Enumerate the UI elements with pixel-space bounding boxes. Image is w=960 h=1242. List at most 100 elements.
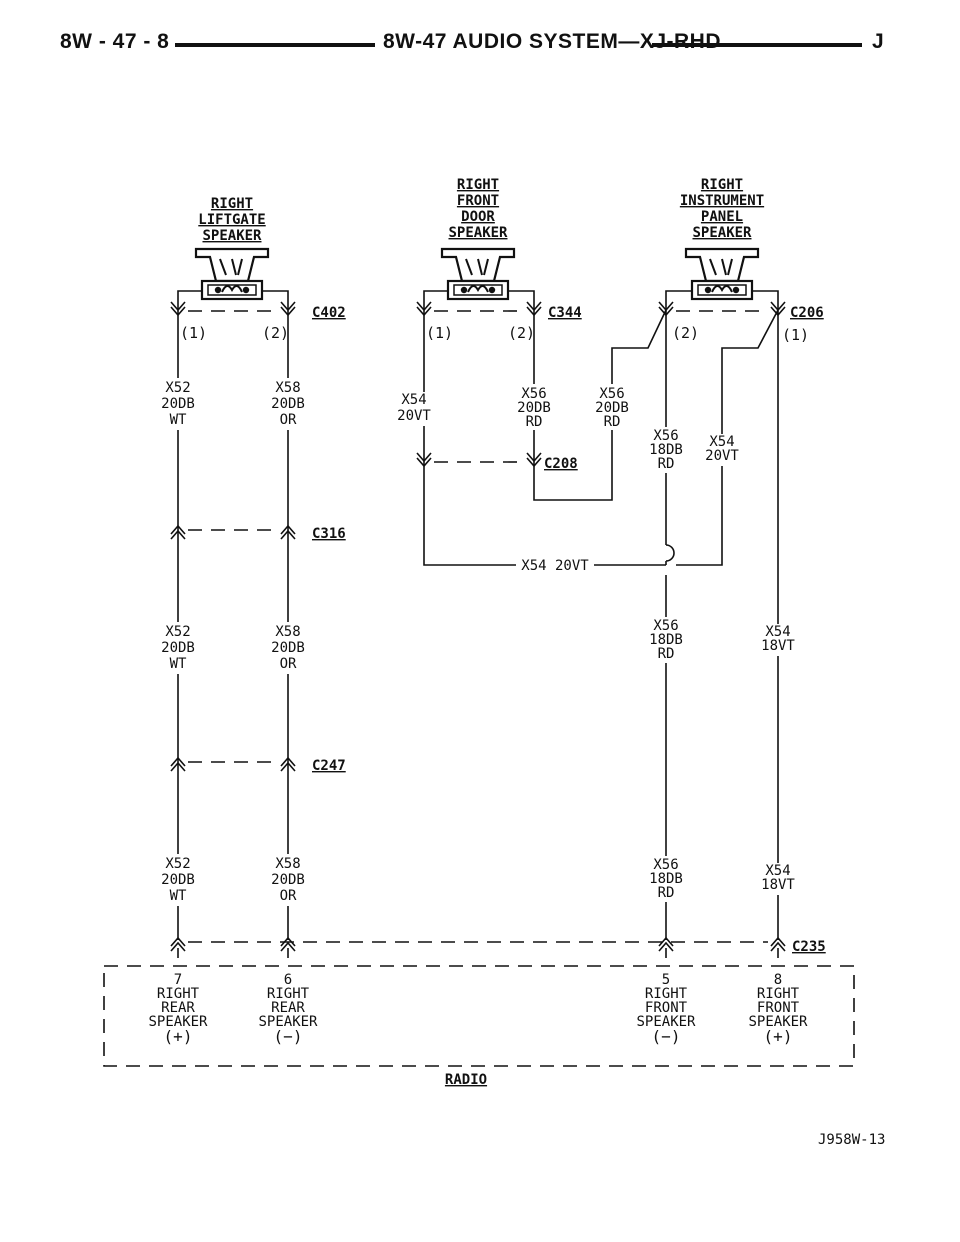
- liftgate-label-line2: LIFTGATE: [198, 212, 265, 228]
- svg-text:20DB: 20DB: [161, 640, 195, 656]
- wire-x54-20vt-door: X54 20VT: [397, 392, 438, 426]
- wire-x56-18db-block3: X56 18DB RD: [646, 856, 686, 902]
- svg-text:INSTRUMENT: INSTRUMENT: [680, 193, 764, 209]
- svg-text:RD: RD: [658, 885, 675, 901]
- svg-text:18DB: 18DB: [649, 871, 683, 887]
- liftgate-label-line1: RIGHT: [211, 196, 253, 212]
- svg-text:RD: RD: [658, 456, 675, 472]
- svg-text:5: 5: [662, 972, 670, 988]
- svg-text:RIGHT: RIGHT: [457, 177, 499, 193]
- connector-c402: C402: [312, 305, 346, 321]
- front-door-speaker-label: RIGHT FRONT DOOR SPEAKER: [448, 177, 508, 241]
- wire-x56-18db-panel: X56 18DB RD: [646, 427, 686, 473]
- wire-x52-block1: X52 20DB WT: [160, 378, 198, 430]
- wire-x54-20vt-panel: X54 20VT: [702, 434, 742, 466]
- svg-text:20VT: 20VT: [397, 408, 431, 424]
- svg-text:PANEL: PANEL: [701, 209, 743, 225]
- svg-text:REAR: REAR: [271, 1000, 305, 1016]
- svg-text:SPEAKER: SPEAKER: [148, 1014, 208, 1030]
- svg-text:X52: X52: [165, 624, 190, 640]
- radio-outline: [103, 965, 855, 1067]
- page-title: 8W-47 AUDIO SYSTEM—XJ-RHD: [383, 30, 722, 53]
- svg-text:20DB: 20DB: [271, 396, 305, 412]
- liftgate-speaker-label: RIGHT LIFTGATE SPEAKER: [198, 196, 265, 244]
- front-door-pin-1: (1): [426, 324, 453, 342]
- svg-text:FRONT: FRONT: [645, 1000, 688, 1016]
- svg-text:OR: OR: [280, 412, 297, 428]
- radio-terminal-7: 7 RIGHT REAR SPEAKER (+): [148, 972, 208, 1046]
- instrument-panel-speaker-icon: [684, 247, 760, 301]
- wire-x58-block2: X58 20DB OR: [270, 622, 308, 674]
- liftgate-pin-2: (2): [262, 324, 289, 342]
- svg-text:SPEAKER: SPEAKER: [636, 1014, 696, 1030]
- svg-text:18DB: 18DB: [649, 632, 683, 648]
- svg-text:FRONT: FRONT: [457, 193, 499, 209]
- wire-x54-horizontal: X54 20VT: [516, 555, 594, 574]
- svg-text:8: 8: [774, 972, 782, 988]
- svg-text:SPEAKER: SPEAKER: [258, 1014, 318, 1030]
- svg-text:SPEAKER: SPEAKER: [448, 225, 508, 241]
- svg-text:X52: X52: [165, 856, 190, 872]
- connector-c344: C344: [548, 305, 582, 321]
- svg-text:RIGHT: RIGHT: [757, 986, 800, 1002]
- svg-text:X54: X54: [765, 624, 790, 640]
- connector-c208: C208: [544, 456, 578, 472]
- wire-x56-20db-jumper: X56 20DB RD: [594, 384, 632, 430]
- svg-text:X54: X54: [401, 392, 426, 408]
- header-rule-right: [652, 43, 862, 47]
- figure-reference: J958W-13: [818, 1132, 886, 1148]
- svg-text:20DB: 20DB: [271, 640, 305, 656]
- model-letter: J: [872, 30, 885, 53]
- connector-c206: C206: [790, 305, 824, 321]
- svg-text:20DB: 20DB: [595, 400, 629, 416]
- wire-x54-18vt-block2: X54 18VT: [758, 624, 798, 656]
- svg-text:20DB: 20DB: [271, 872, 305, 888]
- wire-x56-20db-door: X56 20DB RD: [516, 384, 554, 430]
- svg-text:X58: X58: [275, 380, 300, 396]
- svg-text:7: 7: [174, 972, 182, 988]
- wire-x52-block3: X52 20DB WT: [160, 854, 198, 906]
- svg-text:X58: X58: [275, 856, 300, 872]
- svg-text:(+): (+): [164, 1027, 193, 1046]
- svg-text:RIGHT: RIGHT: [157, 986, 200, 1002]
- liftgate-speaker-icon: [194, 247, 270, 301]
- connector-c247: C247: [312, 758, 346, 774]
- svg-text:X56: X56: [599, 386, 624, 402]
- svg-text:18VT: 18VT: [761, 877, 795, 893]
- svg-text:X58: X58: [275, 624, 300, 640]
- svg-text:(+): (+): [764, 1027, 793, 1046]
- svg-text:20VT: 20VT: [705, 448, 739, 464]
- svg-text:OR: OR: [280, 888, 297, 904]
- svg-text:X54: X54: [765, 863, 790, 879]
- svg-text:(−): (−): [652, 1027, 681, 1046]
- svg-text:X56: X56: [653, 618, 678, 634]
- svg-text:(−): (−): [274, 1027, 303, 1046]
- svg-text:RD: RD: [604, 414, 621, 430]
- radio-terminal-6: 6 RIGHT REAR SPEAKER (−): [258, 972, 318, 1046]
- wire-x54-18vt-block3: X54 18VT: [758, 863, 798, 895]
- wire-x56-18db-block2: X56 18DB RD: [646, 617, 686, 663]
- svg-text:6: 6: [284, 972, 292, 988]
- svg-text:RD: RD: [526, 414, 543, 430]
- wire-x58-block3: X58 20DB OR: [270, 854, 308, 906]
- svg-text:RIGHT: RIGHT: [701, 177, 743, 193]
- front-door-pin-2: (2): [508, 324, 535, 342]
- svg-text:SPEAKER: SPEAKER: [692, 225, 752, 241]
- header-rule-left: [175, 43, 375, 47]
- svg-text:WT: WT: [170, 888, 187, 904]
- svg-text:REAR: REAR: [161, 1000, 195, 1016]
- svg-text:20DB: 20DB: [161, 872, 195, 888]
- svg-text:WT: WT: [170, 412, 187, 428]
- liftgate-label-line3: SPEAKER: [202, 228, 262, 244]
- wire-x58-block1: X58 20DB OR: [270, 378, 308, 430]
- radio-label: RADIO: [445, 1072, 487, 1088]
- svg-text:RIGHT: RIGHT: [267, 986, 310, 1002]
- svg-text:X54: X54: [709, 434, 734, 450]
- connector-c316: C316: [312, 526, 346, 542]
- svg-text:20DB: 20DB: [161, 396, 195, 412]
- svg-text:SPEAKER: SPEAKER: [748, 1014, 808, 1030]
- svg-text:X56: X56: [521, 386, 546, 402]
- svg-text:X56: X56: [653, 857, 678, 873]
- svg-text:RIGHT: RIGHT: [645, 986, 688, 1002]
